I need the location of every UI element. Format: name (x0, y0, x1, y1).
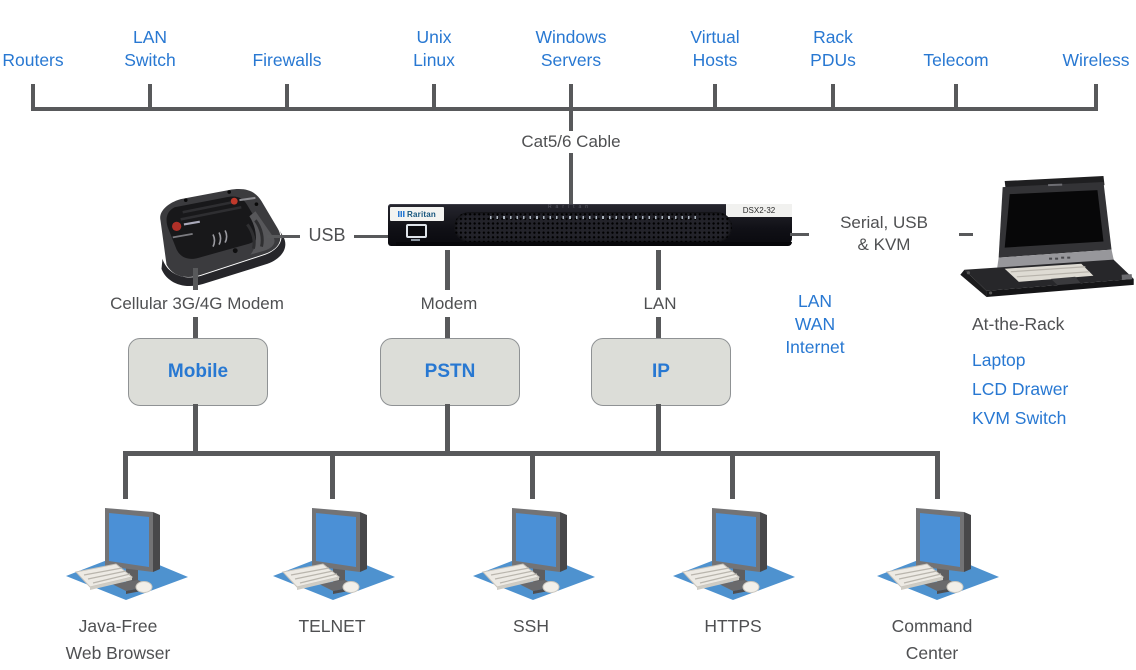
cat5-cable-label: Cat5/6 Cable (501, 131, 641, 153)
raritan-logo-mark-icon (398, 211, 406, 217)
top-tick (31, 84, 35, 111)
stub-line (445, 404, 450, 454)
node-label: Unix (416, 27, 452, 47)
stub-line (656, 404, 661, 454)
device-bottom-edge (396, 242, 792, 246)
serial-kvm-label: Serial, USB & KVM (809, 212, 959, 256)
rack-access-item-kvm-switch: KVM Switch (972, 408, 1067, 428)
node-label: LAN (132, 27, 168, 47)
device-port-leds (490, 216, 696, 219)
lcd-drawer-icon (960, 176, 1134, 297)
rack-access-item-lcd-drawer: LCD Drawer (972, 379, 1069, 399)
network-cloud-label: LAN WAN Internet (785, 291, 845, 357)
client-drop-line (729, 451, 735, 499)
raritan-logo-text: Raritan (407, 209, 436, 219)
client-drop-line (935, 451, 940, 499)
workstation-icon (672, 507, 796, 600)
console-server-device: Raritan Raritan DSX2-32 (388, 204, 792, 246)
modem-caption: Modem (420, 294, 478, 313)
stub-line (445, 317, 450, 339)
access-box-label: IP (652, 361, 670, 382)
access-box-ip: IP (591, 338, 731, 406)
rack-access-item-laptop: Laptop (972, 350, 1026, 370)
modem-stub-line (193, 268, 198, 290)
lan-caption: LAN (643, 294, 677, 313)
client-label-telnet: TELNET (298, 616, 366, 636)
top-node-firewalls: Firewalls (222, 22, 352, 72)
client-label-https: HTTPS (704, 616, 762, 636)
access-box-pstn: PSTN (380, 338, 520, 406)
pstn-stub-line (445, 250, 450, 290)
workstation-icon (876, 507, 1000, 600)
client-drop-line (329, 451, 335, 499)
stub-line (656, 317, 661, 339)
top-tick (954, 84, 958, 111)
client-label-ssh: SSH (513, 616, 549, 636)
top-node-routers: Routers (0, 22, 98, 72)
workstation-icon (65, 507, 189, 600)
top-tick (148, 84, 152, 111)
node-label: Firewalls (252, 50, 322, 70)
top-tick (285, 84, 289, 111)
cellular-modem-icon (160, 189, 286, 287)
top-tick (432, 84, 436, 111)
stub-line (193, 317, 198, 339)
top-node-telecom: Telecom (891, 22, 1021, 72)
node-label: Telecom (923, 50, 989, 70)
workstation-icon (472, 507, 596, 600)
usb-link-label: USB (300, 224, 354, 246)
top-tick (713, 84, 717, 111)
client-drop-line (529, 451, 535, 499)
top-node-wireless: Wireless (1031, 22, 1136, 72)
node-label: Virtual (690, 27, 740, 47)
rack-access-title: At-the-Rack (972, 314, 1065, 334)
node-label: Rack (813, 27, 853, 47)
client-drop-line (123, 451, 128, 499)
access-box-label: Mobile (167, 361, 229, 382)
cellular-modem-caption: Cellular 3G/4G Modem (110, 294, 284, 313)
rack-access-column: At-the-Rack Laptop LCD Drawer KVM Switch (972, 313, 1068, 433)
raritan-logo: Raritan (390, 207, 444, 221)
access-box-mobile: Mobile (128, 338, 268, 406)
workstation-icon (272, 507, 396, 600)
top-tick (569, 84, 573, 111)
node-label: Routers (2, 50, 64, 70)
ip-stub-line (656, 250, 661, 290)
cat5-drop-line (569, 111, 573, 206)
node-label: Windows (535, 27, 607, 47)
top-tick (1094, 84, 1098, 111)
device-model-label: DSX2-32 (726, 204, 792, 217)
stub-line (193, 404, 198, 454)
usb-port-icon (406, 224, 427, 241)
top-bus-line (33, 107, 1098, 111)
access-box-label: PSTN (424, 361, 476, 382)
device-faceplate-brand: Raritan (547, 204, 593, 210)
node-label: Wireless (1062, 50, 1130, 70)
top-tick (831, 84, 835, 111)
